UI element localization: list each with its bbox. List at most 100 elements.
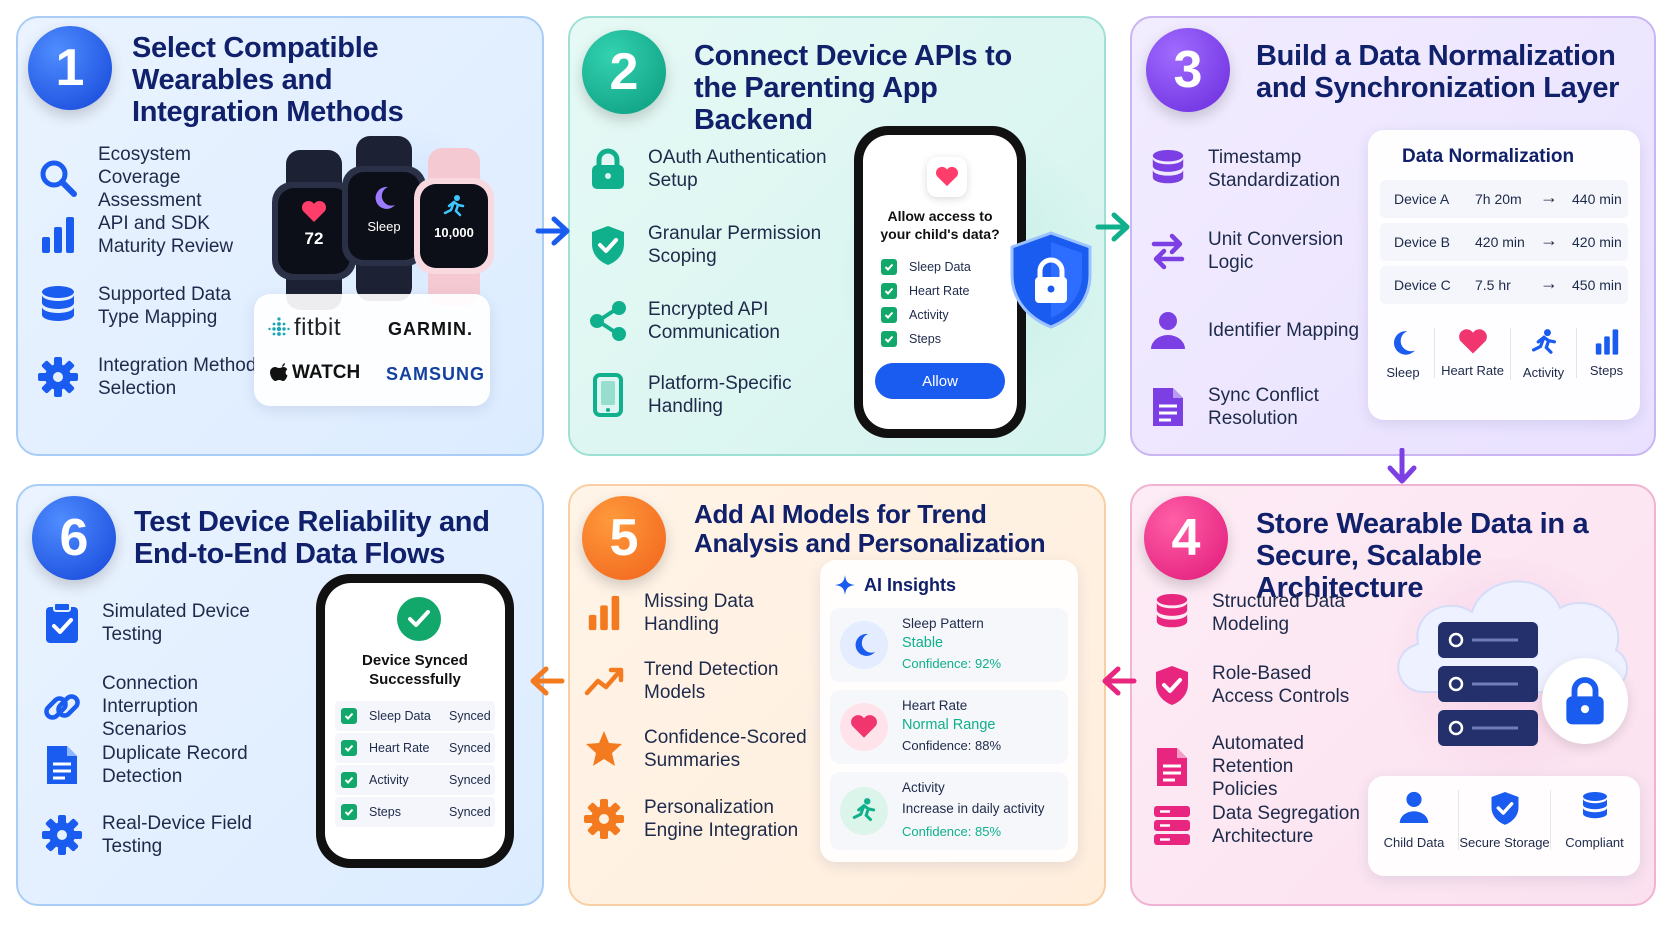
fitbit-logo: fitbit xyxy=(268,314,341,342)
step-1-title: Select Compatible Wearables and Integrat… xyxy=(132,32,404,128)
step-2-item-label: OAuth Authentication Setup xyxy=(648,147,827,191)
ai-insights-panel: AI Insights Sleep Pattern Stable Confide… xyxy=(820,560,1078,862)
permission-option: Sleep Data xyxy=(881,259,971,275)
success-check-icon xyxy=(397,597,441,641)
watch-steps-label: 10,000 xyxy=(434,225,474,240)
metric-steps: Steps xyxy=(1576,328,1636,378)
step-5-item: Missing Data Handling xyxy=(582,590,814,636)
permission-option: Activity xyxy=(881,307,949,323)
heart-icon xyxy=(840,703,888,751)
step-6-item: Duplicate Record Detection xyxy=(40,742,282,788)
metric-sleep: Sleep xyxy=(1372,328,1434,380)
running-icon xyxy=(1531,329,1556,354)
document-icon xyxy=(40,743,84,787)
document-icon xyxy=(1150,745,1194,789)
insight-card: Heart Rate Normal Range Confidence: 88% xyxy=(830,690,1068,764)
step-6-item-label: Real-Device Field Testing xyxy=(102,813,252,857)
arrow-right-icon: → xyxy=(1540,273,1558,293)
step-2-card: 2 Connect Device APIs to the Parenting A… xyxy=(568,16,1106,456)
step-1-badge: 1 xyxy=(28,26,112,110)
step-3-card: 3 Build a Data Normalization and Synchro… xyxy=(1130,16,1656,456)
step-1-item-label: Integration Method Selection xyxy=(98,355,257,399)
storage-footer-panel: Child Data Secure Storage Compliant xyxy=(1368,776,1640,876)
user-icon xyxy=(1146,308,1190,352)
step-5-card: 5 Add AI Models for Trend Analysis and P… xyxy=(568,484,1106,906)
watch-sleep: Sleep xyxy=(342,136,426,301)
lock-icon xyxy=(1542,658,1628,744)
permission-option: Heart Rate xyxy=(881,283,969,299)
insight-card: Sleep Pattern Stable Confidence: 92% xyxy=(830,608,1068,682)
step-2-item-label: Encrypted API Communication xyxy=(648,299,780,343)
smartphone-icon xyxy=(586,373,630,417)
step-6-badge: 6 xyxy=(32,496,116,580)
user-icon xyxy=(1399,791,1429,823)
document-icon xyxy=(1146,385,1190,429)
arrow-right-icon: → xyxy=(1540,230,1558,250)
step-5-item-label: Missing Data Handling xyxy=(644,591,754,635)
step-3-item-label: Unit Conversion Logic xyxy=(1208,229,1344,273)
data-normalization-panel: Data Normalization Device A 7h 20m → 440… xyxy=(1368,130,1640,420)
step-6-item: Simulated Device Testing xyxy=(40,600,282,646)
swap-arrows-icon xyxy=(1146,229,1190,273)
shield-check-icon xyxy=(1491,792,1518,825)
watch-text: WATCH xyxy=(292,362,361,383)
step-5-item: Personalization Engine Integration xyxy=(582,796,814,842)
server-segments-icon xyxy=(1150,803,1194,847)
cloud-storage-illustration xyxy=(1376,548,1646,778)
search-icon xyxy=(36,156,80,200)
step-4-item-label: Structured Data Modeling xyxy=(1212,591,1346,635)
step-2-item-label: Granular Permission Scoping xyxy=(648,223,822,267)
gear-icon xyxy=(582,797,626,841)
metric-heart-rate: Heart Rate xyxy=(1434,328,1510,378)
watch-sleep-label: Sleep xyxy=(367,219,401,234)
compliant-badge: Compliant xyxy=(1550,790,1638,850)
normalization-row: Device C 7.5 hr → 450 min xyxy=(1380,266,1628,304)
normalization-title: Data Normalization xyxy=(1402,146,1575,167)
allow-button[interactable]: Allow xyxy=(875,363,1005,399)
step-4-item-label: Data Segregation Architecture xyxy=(1212,803,1360,847)
step-4-title: Store Wearable Data in a Secure, Scalabl… xyxy=(1256,508,1589,604)
samsung-logo: SAMSUNG xyxy=(386,364,486,384)
moon-icon xyxy=(840,621,888,669)
database-icon xyxy=(1582,792,1607,819)
step-3-item: Unit Conversion Logic xyxy=(1146,228,1368,274)
permission-option: Steps xyxy=(881,331,941,347)
share-icon xyxy=(586,299,630,343)
link-icon xyxy=(40,685,84,729)
step-2-item: Granular Permission Scoping xyxy=(586,222,838,268)
trend-up-icon xyxy=(582,659,626,703)
heart-icon xyxy=(1458,329,1487,354)
permission-phone: Allow access to your child's data? Sleep… xyxy=(854,126,1026,438)
normalization-row: Device A 7h 20m → 440 min xyxy=(1380,180,1628,218)
bar-chart-icon xyxy=(36,213,80,257)
step-2-item: Platform-Specific Handling xyxy=(586,372,838,418)
step-4-item: Role-Based Access Controls xyxy=(1150,662,1362,708)
step-5-item-label: Personalization Engine Integration xyxy=(644,797,799,841)
step-5-item-label: Trend Detection Models xyxy=(644,659,779,703)
step-1-item: API and SDK Maturity Review xyxy=(36,212,268,258)
sync-row: Steps Synced xyxy=(335,797,495,827)
step-3-badge: 3 xyxy=(1146,28,1230,112)
shield-check-icon xyxy=(1150,663,1194,707)
step-4-item-label: Role-Based Access Controls xyxy=(1212,663,1350,707)
watch-bpm: 72 xyxy=(304,229,324,248)
step-2-item: Encrypted API Communication xyxy=(586,298,838,344)
step-6-item-label: Duplicate Record Detection xyxy=(102,743,248,787)
step-6-title: Test Device Reliability and End-to-End D… xyxy=(134,506,490,570)
running-icon xyxy=(840,787,888,835)
brand-logos-panel: fitbit GARMIN. WATCH SAMSUNG xyxy=(254,294,490,406)
sync-message: Device Synced Successfully xyxy=(362,652,468,688)
watch-illustration: 72 Sleep 10,000 xyxy=(266,128,526,310)
sync-row: Heart Rate Synced xyxy=(335,733,495,763)
child-data-badge: Child Data xyxy=(1370,790,1458,850)
step-6-item-label: Connection Interruption Scenarios xyxy=(102,673,199,740)
step-3-item-label: Timestamp Standardization xyxy=(1208,147,1341,191)
step-3-item-label: Sync Conflict Resolution xyxy=(1208,385,1319,429)
arrow-1-to-2 xyxy=(535,216,570,246)
arrow-5-to-6 xyxy=(530,666,565,696)
step-4-item: Data Segregation Architecture xyxy=(1150,802,1362,848)
arrow-2-to-3 xyxy=(1095,212,1130,242)
step-6-card: 6 Test Device Reliability and End-to-End… xyxy=(16,484,544,906)
watch-steps: 10,000 xyxy=(414,148,494,306)
step-4-item-label: Automated Retention Policies xyxy=(1212,733,1304,800)
